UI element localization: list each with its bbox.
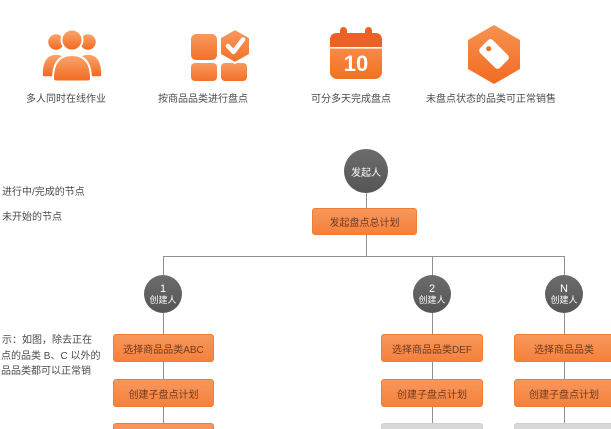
front-person (51, 28, 93, 82)
connector-circlen-to-step1 (564, 312, 565, 334)
connector-drop-branch-2 (432, 256, 433, 276)
check-icon (225, 37, 246, 55)
grid-square-top-left (191, 34, 217, 60)
grid-square-bottom-left (191, 63, 217, 81)
connector-branch-horizontal (163, 256, 565, 257)
branch2-step2-box: 创建子盘点计划 (381, 379, 483, 407)
branch2-step3-box (381, 423, 483, 429)
calendar-day-number: 10 (344, 51, 368, 76)
initiator-label: 发起人 (351, 167, 381, 179)
branch2-step2-label: 创建子盘点计划 (397, 389, 467, 401)
connector-master-down (366, 235, 367, 256)
branch2-step1-box: 选择商品品类DEF (381, 334, 483, 362)
creator-role: 创建人 (149, 295, 177, 306)
check-hexagon (219, 27, 251, 65)
legend-not-started-label: 未开始的节点 (2, 212, 62, 223)
branch1-step2-label: 创建子盘点计划 (128, 389, 199, 401)
master-plan-box: 发起盘点总计划 (312, 208, 417, 235)
connector-step2-step3-bn (564, 407, 565, 423)
creator-number: N (560, 282, 568, 295)
initiator-circle: 发起人 (344, 149, 388, 193)
connector-step2-step3-b1 (163, 407, 164, 423)
connector-step1-step2-bn (564, 362, 565, 379)
creator-role: 创建人 (418, 295, 446, 306)
price-tag (479, 39, 509, 69)
creator-number: 1 (159, 282, 167, 295)
connector-initiator-to-master (366, 193, 367, 208)
calendar-ring-left (340, 27, 347, 38)
master-plan-label: 发起盘点总计划 (329, 218, 400, 229)
feature-label-multiday: 可分多天完成盘点 (311, 94, 391, 105)
branch1-step3-box (113, 423, 214, 429)
connector-drop-branch-1 (163, 256, 164, 276)
feature-label-multiuser: 多人同时在线作业 (26, 94, 106, 105)
branchn-step1-label: 选择商品品类 (534, 344, 594, 356)
hexagon-tag-icon (468, 25, 520, 84)
connector-circle1-to-step1 (163, 312, 164, 334)
branchn-step2-box: 创建子盘点计划 (514, 379, 611, 407)
branchn-step1-box: 选择商品品类 (514, 334, 611, 362)
calendar-icon: 10 (330, 27, 382, 79)
creator-circle-2: 2 创建人 (413, 275, 451, 313)
creator-circle-n: N 创建人 (545, 275, 583, 313)
connector-step1-step2-b2 (432, 362, 433, 379)
branch2-step1-label: 选择商品品类DEF (392, 344, 472, 356)
creator-number: 2 (428, 282, 436, 295)
connector-step2-step3-b2 (432, 407, 433, 423)
grid-square-bottom-right (221, 63, 247, 81)
category-grid-check-icon (191, 27, 251, 81)
people-icon (41, 28, 103, 82)
connector-step1-step2-b1 (163, 362, 164, 379)
connector-circle2-to-step1 (432, 312, 433, 334)
note-line-1: 示：如图，除去正在 (2, 335, 92, 346)
branchn-step3-box (514, 423, 611, 429)
branch1-step2-box: 创建子盘点计划 (113, 379, 214, 407)
connector-drop-branch-n (564, 256, 565, 276)
note-line-3: 品品类都可以正常销 (1, 366, 91, 377)
creator-role: 创建人 (550, 295, 578, 306)
creator-circle-1: 1 创建人 (144, 275, 182, 313)
branch1-step1-label: 选择商品品类ABC (123, 344, 204, 356)
calendar-header-band (330, 33, 382, 47)
feature-label-by-category: 按商品品类进行盘点 (158, 94, 248, 105)
branch1-step1-box: 选择商品品类ABC (113, 334, 214, 362)
calendar-ring-right (365, 27, 372, 38)
branchn-step2-label: 创建子盘点计划 (529, 389, 599, 401)
note-line-2: 点的品类 B、C 以外的 (1, 351, 101, 362)
legend-in-progress-label: 进行中/完成的节点 (2, 187, 85, 198)
feature-label-sellable: 未盘点状态的品类可正常销售 (426, 94, 556, 105)
